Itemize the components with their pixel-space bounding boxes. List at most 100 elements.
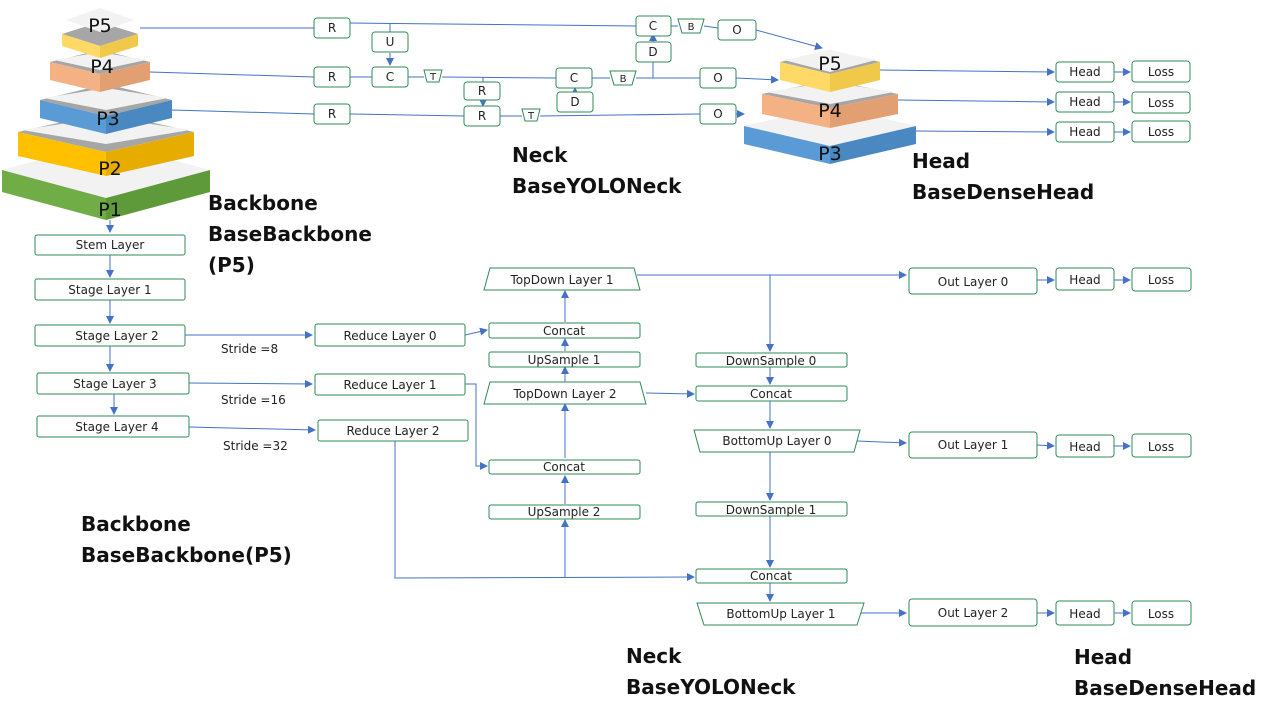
head-node	[1055, 121, 1115, 143]
reduce-layer-2-label: Reduce Layer 2	[346, 424, 439, 438]
head-label: Head	[1069, 607, 1100, 621]
loss-label: Loss	[1148, 273, 1174, 287]
concat-box	[695, 385, 848, 402]
pyramid-label-p1: P1	[98, 199, 122, 221]
head-node-label: Head	[1069, 125, 1100, 139]
loss-label: Loss	[1148, 607, 1174, 621]
downsample-0-label: DownSample 0	[726, 354, 816, 368]
loss-node-label: Loss	[1148, 125, 1174, 139]
bottomup-node-label: B	[688, 22, 695, 33]
arrow	[915, 127, 1055, 136]
reduce-node	[463, 105, 501, 127]
pyramid-side-face	[830, 62, 880, 92]
head-box	[1055, 434, 1115, 458]
stage-layer-3-label: Stage Layer 3	[73, 377, 156, 391]
top-neck-title: Neck BaseYOLONeck	[512, 143, 682, 198]
stride-8-label: Stride =8	[221, 342, 278, 356]
arrow	[394, 441, 695, 582]
stride-16-label: Stride =16	[221, 393, 286, 407]
bottom-head-title: Head BaseDenseHead	[1074, 645, 1257, 700]
pyramid-side-face	[744, 126, 830, 164]
pyramid-side-face	[2, 170, 106, 220]
stage-layer-2-label: Stage Layer 2	[75, 329, 158, 343]
loss-box	[1131, 433, 1192, 458]
concat-label: Concat	[750, 387, 792, 401]
stem-layer-label: Stem Layer	[76, 238, 145, 252]
out-layer-0-label: Out Layer 0	[938, 275, 1008, 289]
concat-node	[635, 15, 672, 37]
reduce-node-label: R	[328, 21, 336, 35]
stage-layer-4-label: Stage Layer 4	[75, 420, 158, 434]
arrow	[465, 383, 488, 470]
reduce-node-label: R	[328, 107, 336, 121]
connector-line	[149, 71, 315, 78]
topdown-layer-2-box	[483, 381, 647, 405]
bottom-neck-title: Neck BaseYOLONeck	[626, 644, 796, 699]
downsample-node-label: D	[570, 95, 579, 109]
out-node-label: O	[713, 71, 722, 85]
head-node-label: Head	[1069, 65, 1100, 79]
arrow	[645, 389, 695, 398]
pyramid-side-face	[830, 94, 898, 128]
head-pyramid: P3 P4 P5	[744, 50, 916, 165]
connector-line	[539, 113, 701, 117]
out-layer-0-box	[908, 267, 1038, 295]
reduce-node-label: R	[478, 109, 486, 123]
arrow	[755, 29, 823, 51]
connector-line	[349, 113, 465, 117]
concat-node-label: C	[570, 71, 578, 85]
stage-layer-4-box	[36, 415, 190, 438]
stage-layer-1-label: Stage Layer 1	[68, 283, 151, 297]
top-backbone-title: Backbone BaseBackbone (P5)	[208, 191, 372, 277]
head-node-label: Head	[1069, 95, 1100, 109]
downsample-1-box	[695, 501, 848, 517]
reduce-node	[313, 66, 351, 88]
out-layer-1-label: Out Layer 1	[938, 438, 1008, 452]
upsample-1-label: UpSample 1	[528, 353, 601, 367]
arrow	[856, 438, 907, 447]
downsample-node	[556, 91, 594, 113]
downsample-0-box	[695, 352, 848, 368]
concat-box	[695, 568, 848, 584]
reduce-node-label: R	[328, 70, 336, 84]
bottom-backbone-title: Backbone BaseBackbone(P5)	[81, 512, 292, 567]
loss-box	[1131, 267, 1192, 292]
pyramid-top-face	[766, 82, 894, 104]
reduce-layer-0-box	[314, 323, 466, 347]
bottomup-layer-0-label: BottomUp Layer 0	[722, 434, 831, 448]
reduce-node-label: R	[478, 84, 486, 98]
head-label: Head	[1069, 273, 1100, 287]
pyramid-top-face	[784, 50, 876, 72]
head-node	[1055, 61, 1115, 83]
concat-label: Concat	[543, 324, 585, 338]
loss-box	[1131, 600, 1192, 626]
reduce-layer-1-label: Reduce Layer 1	[343, 378, 436, 392]
pyramid-side-face	[100, 62, 150, 92]
connector-line	[349, 22, 637, 27]
head-node	[1055, 91, 1115, 113]
downsample-1-label: DownSample 1	[726, 503, 816, 517]
concat-box	[488, 459, 641, 475]
connector-line	[171, 109, 315, 115]
connector-line	[441, 76, 557, 79]
pyramid-side-face	[50, 62, 100, 92]
arrow	[464, 327, 488, 336]
topdown-node	[521, 108, 541, 122]
arrow	[735, 75, 779, 84]
out-node	[717, 19, 757, 41]
backbone-pyramid: P1 P2 P3 P4 P5	[2, 8, 210, 221]
arrow	[188, 425, 316, 434]
bottomup-layer-1-box	[696, 602, 865, 626]
head-pyramid-label-p3: P3	[818, 143, 842, 165]
bottomup-node	[677, 18, 705, 34]
out-layer-2-box	[908, 598, 1038, 627]
pyramid-side-face	[18, 132, 106, 176]
concat-node-label: C	[649, 19, 657, 33]
head-box	[1055, 600, 1115, 626]
reduce-layer-2-box	[317, 419, 469, 442]
loss-node-label: Loss	[1148, 96, 1174, 110]
bottomup-layer-0-box	[693, 429, 861, 453]
loss-node	[1131, 91, 1191, 114]
pyramid-label-p4: P4	[90, 56, 114, 78]
